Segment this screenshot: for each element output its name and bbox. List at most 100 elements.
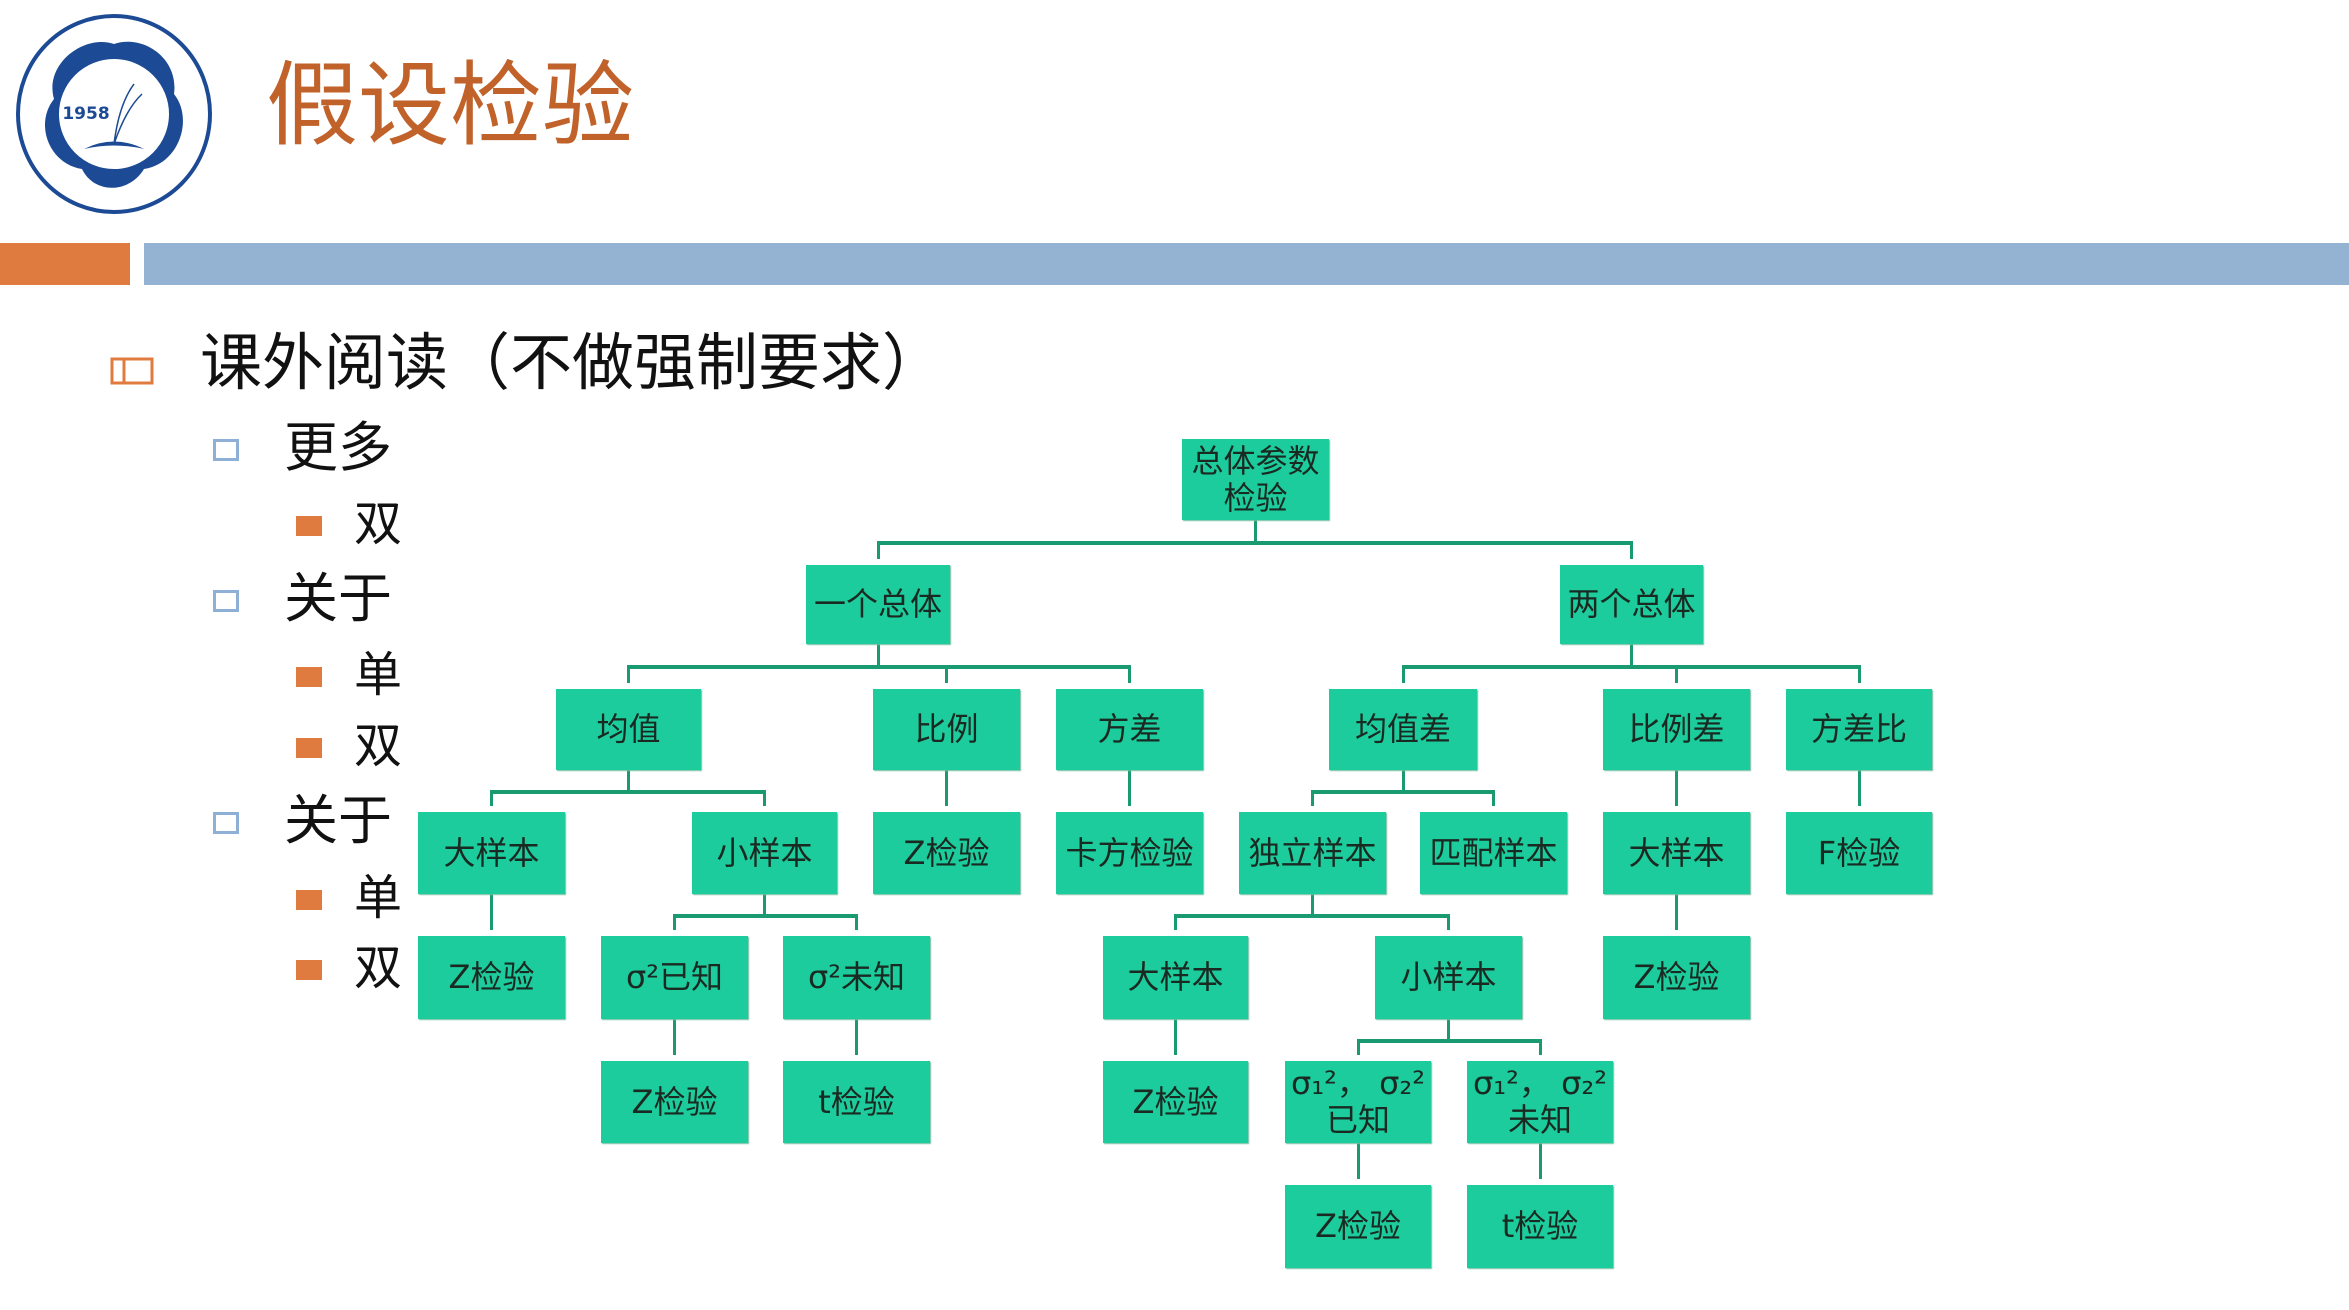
connector-line (945, 666, 948, 683)
connector-line (763, 894, 766, 915)
bullet-text: 更多 (284, 416, 392, 479)
connector-line (490, 789, 766, 794)
tree-node-two: 两个总体 (1560, 565, 1703, 644)
tree-node-root: 总体参数 检验 (1182, 439, 1329, 520)
connector-line (1401, 665, 1861, 669)
connector-line (1630, 644, 1633, 667)
connector-line (1311, 789, 1495, 794)
connector-line (1447, 1019, 1450, 1040)
connector-line (1128, 770, 1131, 791)
tree-node-mean: 均值 (556, 689, 701, 770)
tree-node-plarge: 大样本 (1603, 812, 1750, 894)
connector-line (1174, 1019, 1177, 1040)
bullet-text: 关于 (284, 789, 392, 852)
orange-square-bullet-icon (296, 890, 322, 910)
connector-line (1356, 1164, 1360, 1179)
connector-line (1311, 894, 1314, 915)
connector-line (855, 1019, 858, 1040)
bullet-text: 双 (354, 718, 403, 774)
connector-line (763, 791, 766, 806)
tree-node-s12k: σ₁²， σ₂² 已知 (1285, 1061, 1431, 1143)
orange-square-bullet-icon (296, 516, 322, 536)
connector-line (1356, 1143, 1360, 1164)
connector-line (1174, 913, 1450, 918)
tree-node-indep: 独立样本 (1239, 812, 1386, 894)
connector-line (490, 894, 493, 915)
connector-line (673, 1019, 676, 1040)
bullet-text: 单 (354, 647, 403, 703)
connector-line (1128, 666, 1131, 683)
connector-line (945, 770, 948, 791)
accent-bar-orange (0, 243, 130, 285)
connector-line (1675, 791, 1678, 806)
tree-node-ilz: Z检验 (1103, 1061, 1248, 1143)
connector-line (1538, 1040, 1542, 1055)
connector-line (673, 913, 858, 918)
tree-node-paired: 匹配样本 (1420, 812, 1567, 894)
svg-text:1958: 1958 (62, 104, 109, 124)
bullet-text: 双 (354, 496, 403, 552)
bullet-text: 单 (354, 870, 403, 926)
connector-line (1311, 791, 1314, 806)
connector-line (1538, 1164, 1542, 1179)
tree-node-one: 一个总体 (806, 565, 950, 644)
connector-line (1356, 1040, 1360, 1055)
tree-node-s12ut: t检验 (1467, 1185, 1613, 1268)
connector-line (1857, 770, 1861, 791)
tree-node-sut: t检验 (783, 1061, 930, 1143)
connector-line (1174, 915, 1177, 930)
tree-node-s12kz: Z检验 (1285, 1185, 1431, 1268)
orange-square-bullet-icon (296, 738, 322, 758)
connector-line (855, 1040, 858, 1055)
tree-node-plz: Z检验 (1603, 936, 1750, 1019)
hollow-square-bullet-icon (213, 590, 239, 612)
tree-node-mlarge: 大样本 (418, 812, 565, 894)
connector-line (1356, 1038, 1542, 1043)
connector-line (1174, 1040, 1177, 1055)
tree-node-chi: 卡方检验 (1056, 812, 1203, 894)
tree-node-ilarge: 大样本 (1103, 936, 1248, 1019)
tree-node-propz: Z检验 (873, 812, 1020, 894)
connector-line (673, 1040, 676, 1055)
tree-node-sknown: σ²已知 (601, 936, 748, 1019)
connector-line (1675, 915, 1678, 930)
university-logo: 1958 (16, 14, 212, 214)
connector-line (1447, 915, 1450, 930)
tree-node-prop: 比例 (873, 689, 1020, 770)
page-title: 假设检验 (266, 52, 635, 159)
connector-line (627, 665, 1131, 669)
tree-node-var: 方差 (1056, 689, 1203, 770)
tree-node-skz: Z检验 (601, 1061, 748, 1143)
connector-line (1675, 770, 1678, 791)
tree-node-ismall: 小样本 (1375, 936, 1522, 1019)
connector-line (876, 541, 1633, 545)
connector-line (1675, 666, 1678, 683)
accent-bar-blue (144, 243, 2349, 285)
tree-node-mdiff: 均值差 (1329, 689, 1477, 770)
connector-line (876, 542, 880, 559)
connector-line (1630, 542, 1633, 559)
section-heading: 课外阅读（不做强制要求） (200, 326, 945, 399)
bullet-text: 双 (354, 940, 403, 996)
orange-square-bullet-icon (296, 960, 322, 980)
connector-line (627, 770, 630, 791)
connector-line (945, 791, 948, 806)
hollow-square-bullet-icon (213, 812, 239, 834)
bullet-text: 关于 (284, 567, 392, 630)
connector-line (876, 644, 880, 667)
connector-line (1401, 770, 1405, 791)
tree-node-vratio: 方差比 (1786, 689, 1932, 770)
connector-line (1128, 791, 1131, 806)
connector-line (1857, 666, 1861, 683)
connector-line (673, 915, 676, 930)
connector-line (490, 791, 493, 806)
book-bullet-icon (110, 357, 154, 385)
tree-node-mlz: Z检验 (418, 936, 565, 1019)
orange-square-bullet-icon (296, 667, 322, 687)
connector-line (1401, 666, 1405, 683)
tree-node-sunk: σ²未知 (783, 936, 930, 1019)
hollow-square-bullet-icon (213, 439, 239, 461)
connector-line (627, 666, 630, 683)
connector-line (1675, 894, 1678, 915)
